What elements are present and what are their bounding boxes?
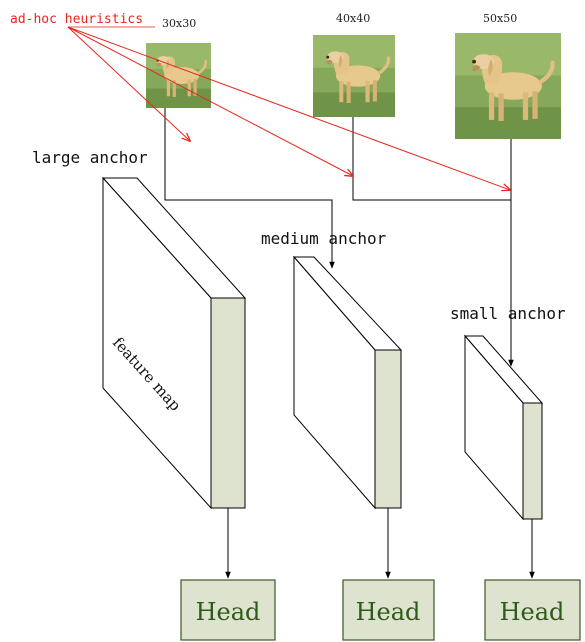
red-arrow-to-small [67, 26, 510, 190]
head-small: Head [484, 579, 581, 641]
red-arrow-to-medium [67, 26, 353, 176]
head-label-medium: Head [356, 598, 421, 626]
head-medium: Head [342, 579, 435, 641]
feature-map-large-side [210, 297, 246, 509]
heuristics-label: ad-hoc heuristics [10, 12, 143, 27]
connector-40-50-to-small [352, 117, 514, 367]
head-large: Head [180, 579, 276, 641]
head-label-small: Head [500, 598, 565, 626]
anchor-label-medium: medium anchor [261, 229, 387, 248]
heuristic-arrows [67, 26, 510, 190]
dog-image-30 [144, 43, 213, 108]
feature-map-small [463, 334, 544, 521]
feature-map-small-side [522, 402, 543, 520]
image-size-label-50: 50x50 [483, 12, 517, 25]
head-arrows [225, 508, 535, 579]
dog-image-40 [311, 35, 397, 117]
anchor-label-small: small anchor [450, 304, 566, 323]
anchor-label-large: large anchor [32, 148, 148, 167]
feature-map-medium-side [374, 349, 402, 509]
head-label-large: Head [196, 598, 261, 626]
feature-map-medium [292, 255, 403, 510]
red-arrow-to-large [67, 26, 190, 141]
dog-image-50 [455, 33, 561, 139]
image-size-label-30: 30x30 [162, 17, 196, 30]
connector-30-to-medium [164, 108, 335, 269]
image-size-label-40: 40x40 [336, 12, 370, 25]
